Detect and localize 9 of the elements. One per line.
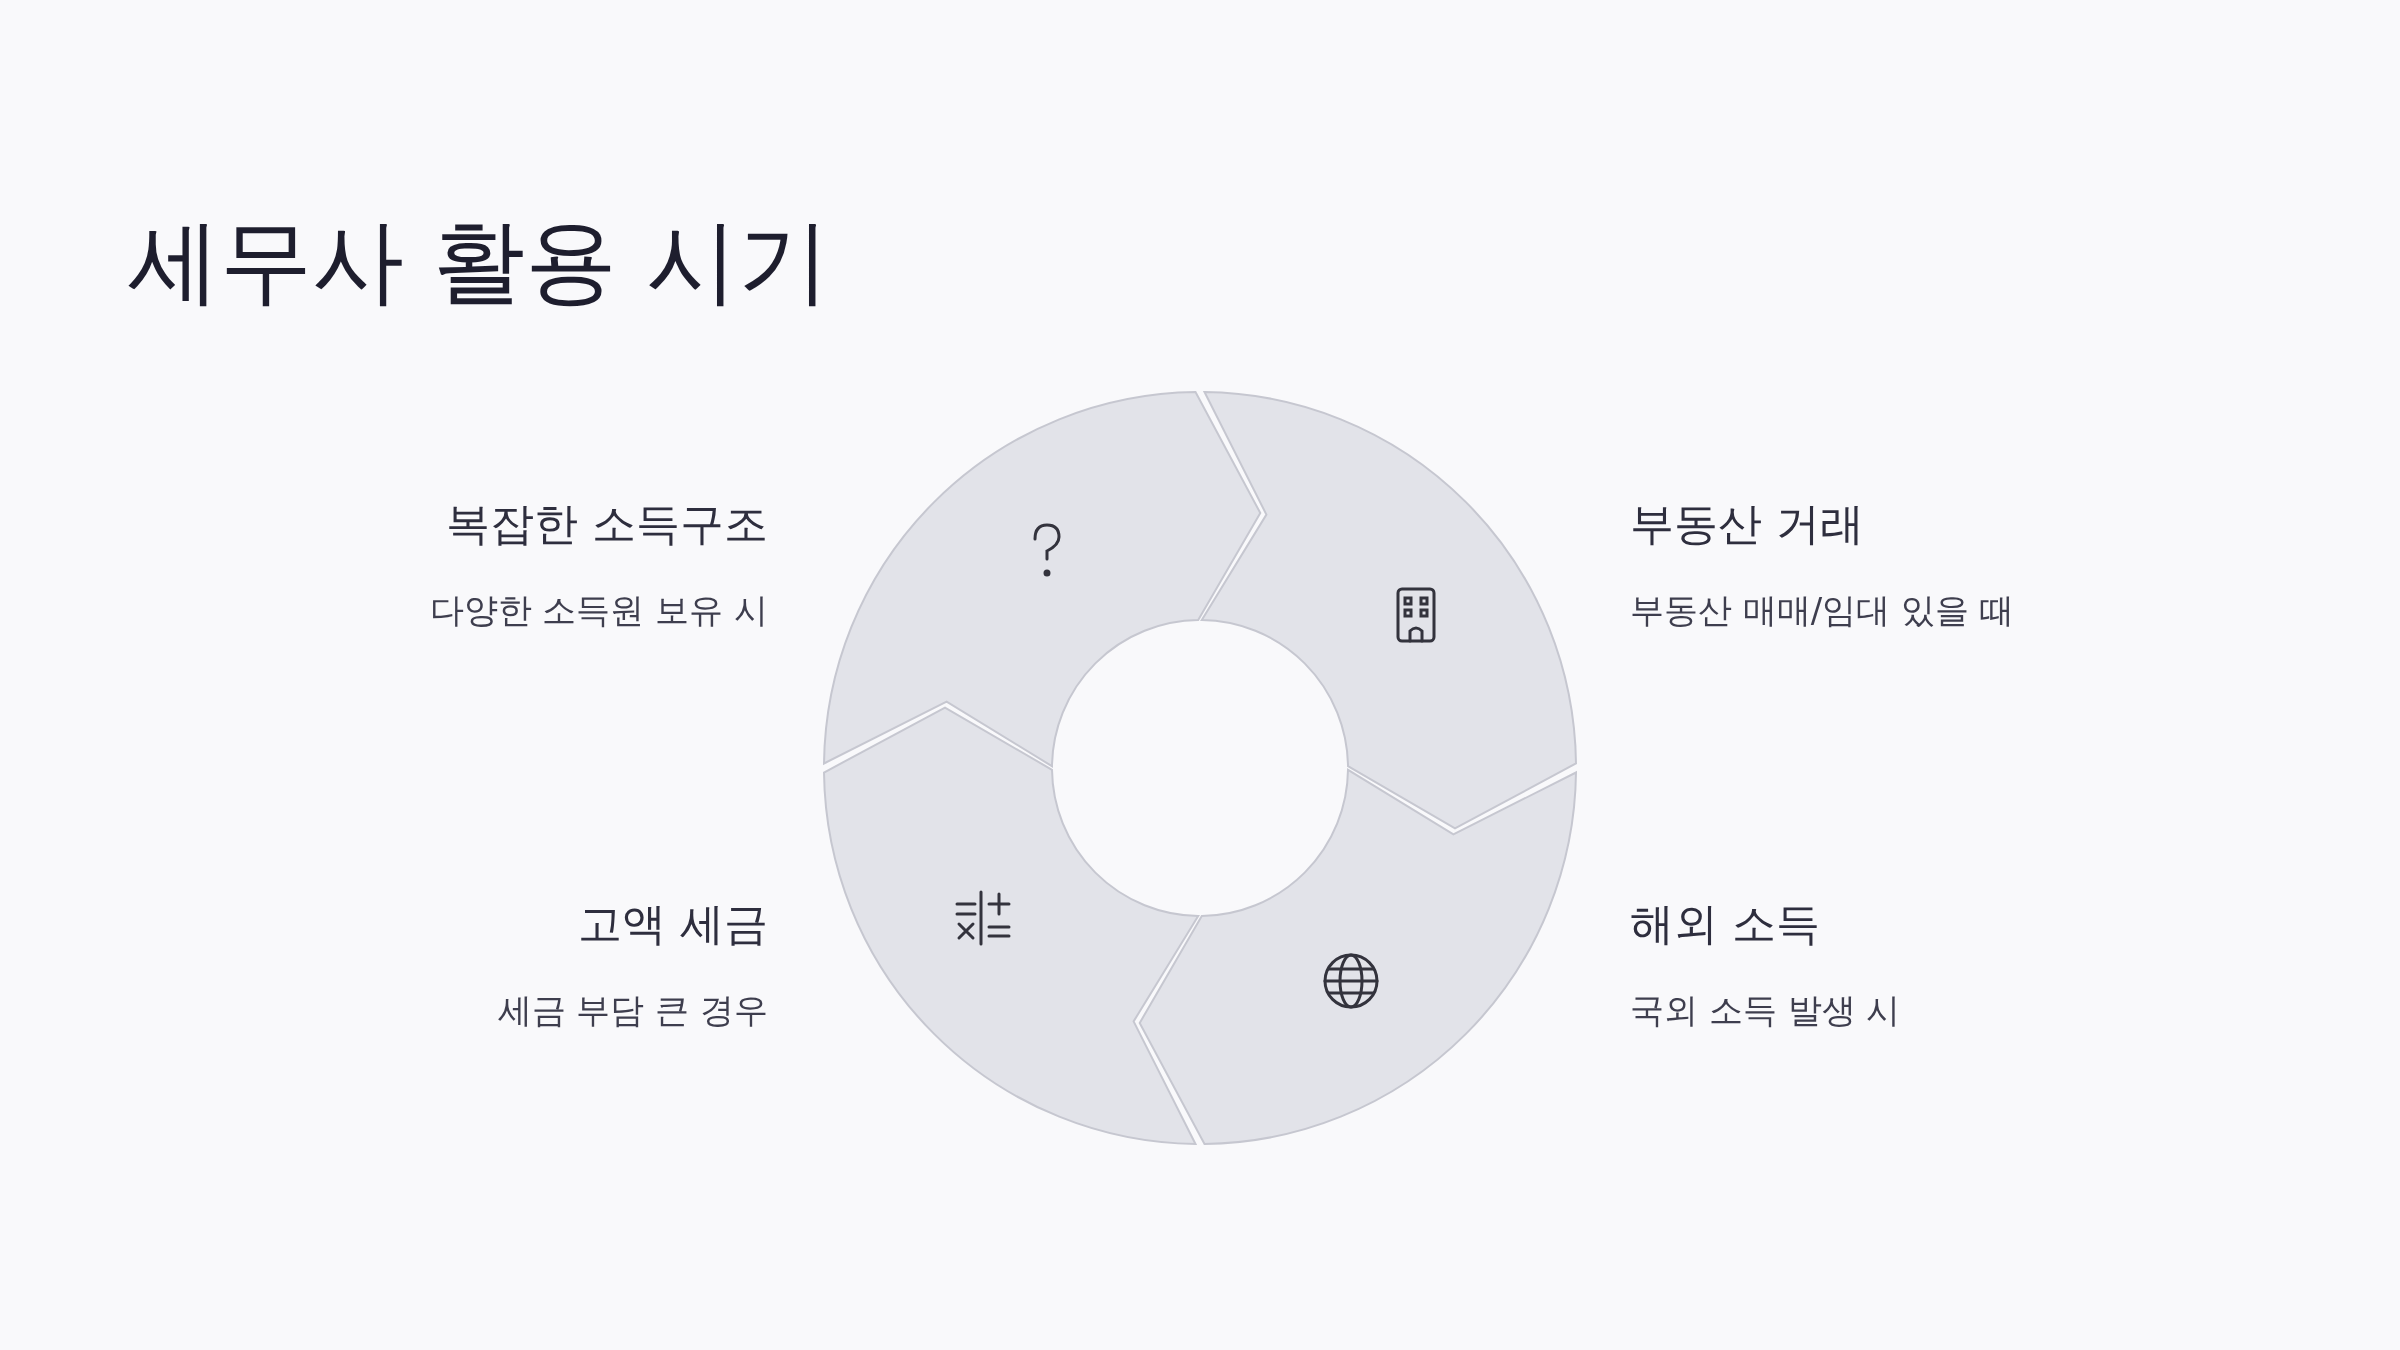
description-text: 다양한 소득원 보유 시 xyxy=(429,589,768,632)
title: 세무사 활용 시기 xyxy=(128,207,831,317)
description-text: 국외 소득 발생 시 xyxy=(1630,989,1901,1032)
description-text: 세금 부담 큰 경우 xyxy=(497,989,768,1032)
heading-text: 복잡한 소득구조 xyxy=(446,497,768,551)
heading-text: 고액 세금 xyxy=(578,897,768,951)
heading-text: 해외 소득 xyxy=(1630,897,1820,951)
heading-text: 부동산 거래 xyxy=(1630,497,1864,551)
description-text: 부동산 매매/임대 있을 때 xyxy=(1630,589,2014,632)
